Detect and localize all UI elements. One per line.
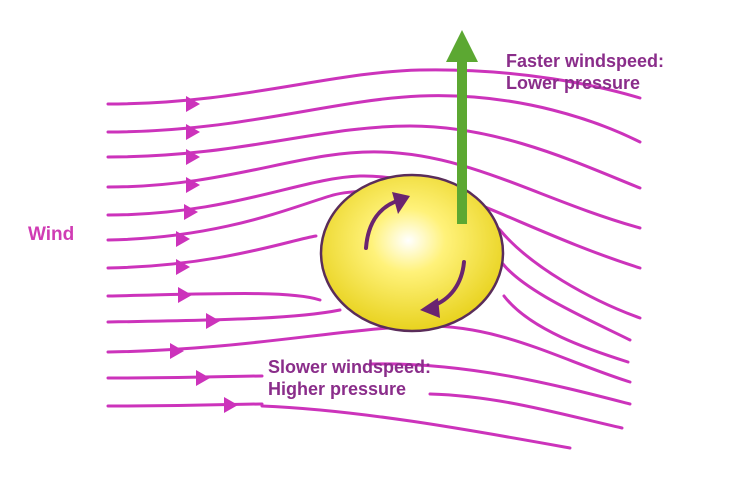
streamline [106,234,318,270]
streamline [106,94,642,144]
chevron-right-icon [178,287,192,303]
wind-label: Wind [28,224,75,245]
chevron-right-icon [196,370,210,386]
streamline [106,68,642,106]
up-arrow-icon [446,30,478,224]
spin-arrow-head-top [392,192,410,214]
chevron-right-icon [186,124,200,140]
chevron-right-icon [224,397,238,413]
streamline [260,404,572,450]
slower-windspeed-label: Slower windspeed: Higher pressure [268,356,431,400]
streamline [106,174,642,270]
streamline [428,392,624,430]
chevron-right-icon [176,259,190,275]
lower-pressure-line: Lower pressure [506,73,641,93]
chevron-right-icon [170,343,184,359]
faster-windspeed-label: Faster windspeed: Lower pressure [506,50,664,94]
streamline [502,294,630,364]
streamline [498,258,632,342]
slower-windspeed-line: Slower windspeed: [268,357,432,377]
chevron-right-icon [186,177,200,193]
streamline [106,150,642,230]
ball-body [319,173,505,333]
streamline [106,308,342,324]
streamline [106,374,264,380]
spinning-ball [319,173,505,333]
chevron-right-icon [206,313,220,329]
spin-arrow-head-bottom [420,298,440,318]
spin-arrow-top [364,198,402,250]
chevron-right-icon [186,149,200,165]
streamline-arrowheads [170,96,238,413]
chevron-right-icon [186,96,200,112]
streamline [368,362,632,406]
lift-arrow-head [446,30,478,62]
streamline [106,124,642,190]
faster-windspeed-line: Faster windspeed: [506,51,665,71]
streamline [106,402,264,408]
higher-pressure-line: Higher pressure [268,379,407,399]
chevron-right-icon [176,231,190,247]
streamline [106,292,322,302]
chevron-right-icon [184,204,198,220]
